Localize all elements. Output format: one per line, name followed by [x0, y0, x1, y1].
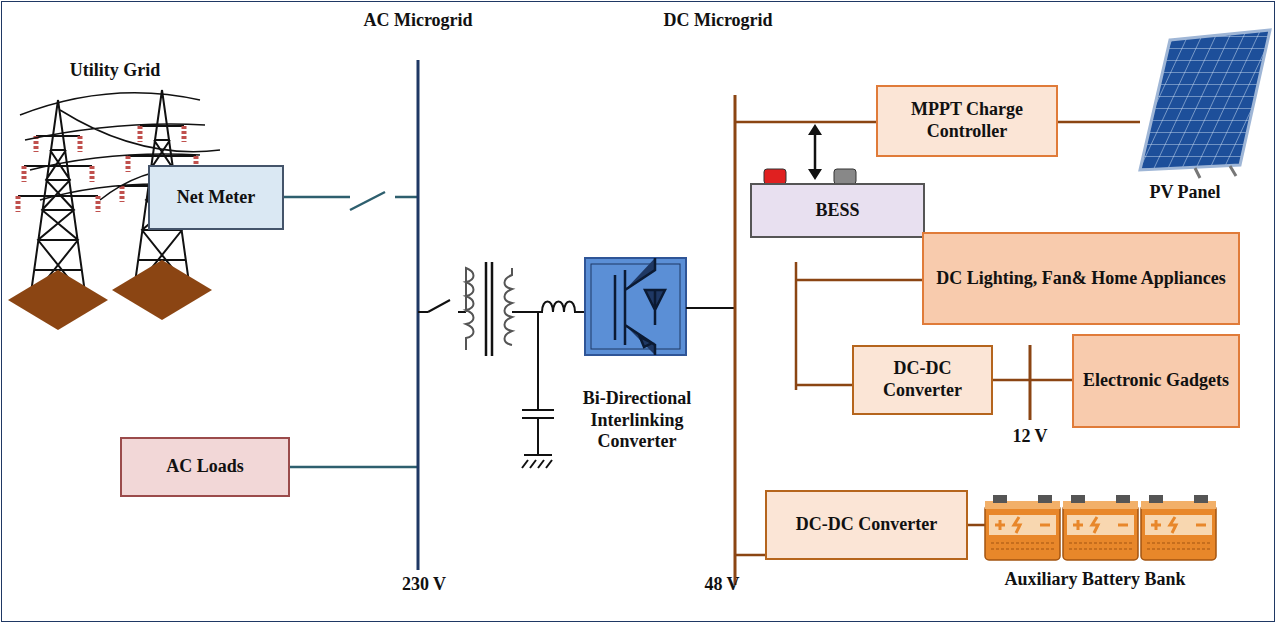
text-label: 230 V	[394, 574, 454, 596]
node-label: DC-DC Converter	[854, 356, 991, 403]
meter-box: Net Meter	[148, 165, 284, 230]
text-label: Auxiliary Battery Bank	[975, 569, 1215, 591]
power-connector	[993, 380, 1072, 381]
text-label: 48 V	[697, 574, 747, 596]
text-label: Utility Grid	[35, 60, 195, 82]
load-box: DC Lighting, Fan& Home Appliances	[922, 232, 1240, 325]
load-box: Electronic Gadgets	[1072, 334, 1240, 428]
node-label: BESS	[809, 198, 865, 224]
text-label: Bi-Directional Interlinking Converter	[557, 388, 717, 453]
text-label: PV Panel	[1125, 182, 1245, 204]
converter-box: DC-DC Converter	[852, 345, 993, 415]
controller-box: MPPT Charge Controller	[876, 85, 1058, 157]
battery-box: BESS	[750, 183, 925, 238]
node-label: DC-DC Converter	[790, 512, 943, 538]
node-label: Net Meter	[171, 185, 261, 211]
load-box: AC Loads	[120, 437, 290, 497]
text-label: 12 V	[1000, 426, 1060, 448]
node-label: MPPT Charge Controller	[878, 97, 1056, 144]
converter-box: DC-DC Converter	[765, 490, 968, 560]
node-label: AC Loads	[160, 454, 250, 480]
node-label: Electronic Gadgets	[1077, 368, 1235, 394]
text-label: DC Microgrid	[663, 10, 773, 32]
text-label: AC Microgrid	[363, 10, 473, 32]
node-label: DC Lighting, Fan& Home Appliances	[930, 266, 1232, 292]
